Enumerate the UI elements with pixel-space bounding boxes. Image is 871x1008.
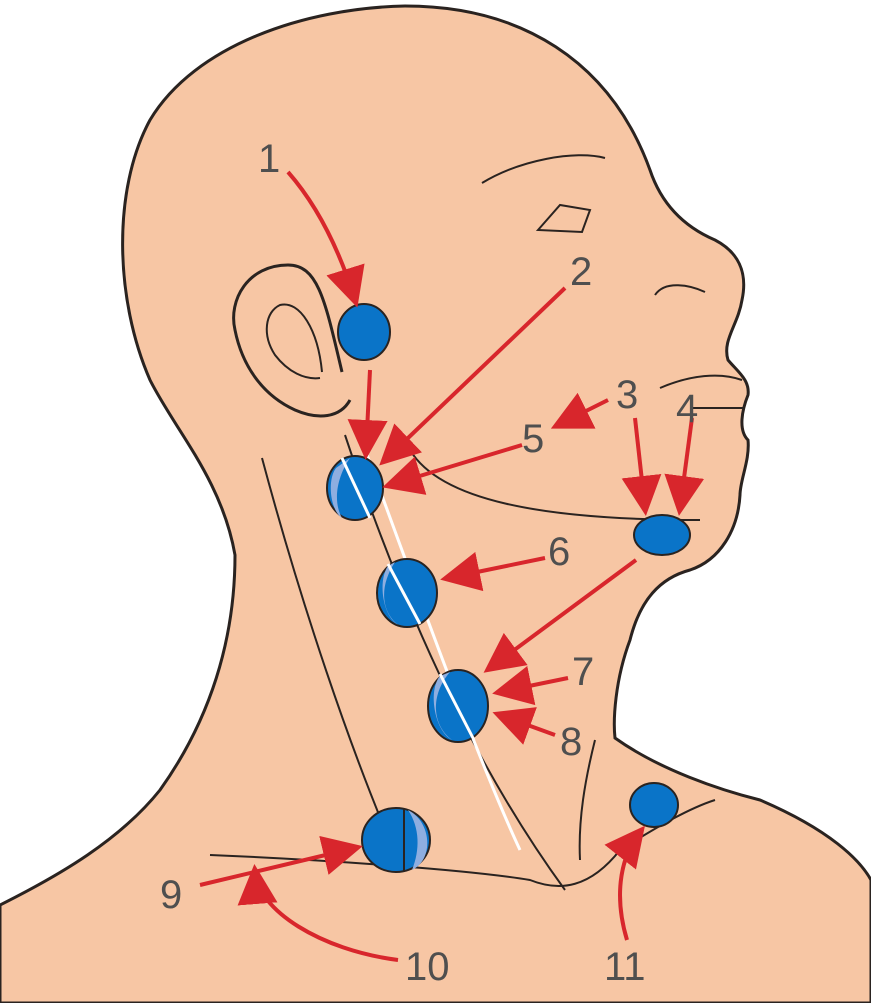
lymph-node-supraclavicular: [362, 808, 430, 872]
label-8: 8: [560, 720, 582, 764]
lymph-node-preauricular: [338, 304, 390, 360]
label-10: 10: [405, 945, 450, 989]
lymph-node-jugulodigastric: [327, 456, 383, 520]
label-7: 7: [572, 650, 594, 694]
label-5: 5: [522, 417, 544, 461]
lymph-node-lower-jugular: [428, 670, 488, 742]
label-11: 11: [604, 945, 646, 989]
label-3: 3: [616, 373, 638, 417]
label-1: 1: [258, 137, 280, 181]
label-9: 9: [160, 873, 182, 917]
lymph-node-submental: [634, 515, 690, 555]
label-2: 2: [570, 250, 592, 294]
head-neck-silhouette: [0, 6, 871, 1003]
lymph-node-right-supraclavicular: [630, 783, 678, 827]
lymph-node-mid-jugular: [377, 559, 437, 627]
label-6: 6: [548, 530, 570, 574]
label-4: 4: [676, 387, 698, 431]
